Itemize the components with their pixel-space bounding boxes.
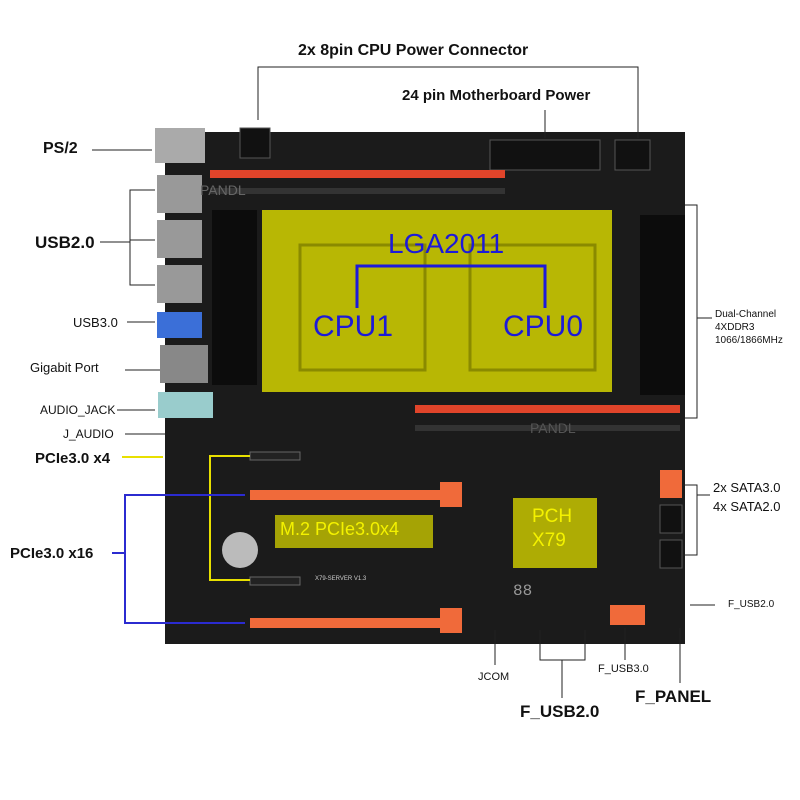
- usb2-label: USB2.0: [35, 233, 95, 252]
- audio-jack: [158, 392, 213, 418]
- vrm-heatsink: [212, 210, 257, 385]
- cpu-power-label: 2x 8pin CPU Power Connector: [298, 42, 529, 59]
- usb2-port: [157, 265, 202, 303]
- dimm-slot: [210, 170, 505, 178]
- pch-overlay: [513, 498, 597, 568]
- post-code-display: 88: [513, 582, 533, 600]
- pcie-x16-slot: [250, 618, 440, 628]
- watermark: PANDL: [200, 182, 246, 198]
- m2-overlay: [275, 515, 433, 548]
- watermark: PANDL: [530, 420, 576, 436]
- ddr-line: Dual-Channel: [715, 309, 777, 320]
- m2-label: M.2 PCIe3.0x4: [280, 519, 400, 539]
- ddr-line: 4XDDR3: [715, 322, 755, 333]
- cmos-battery: [222, 532, 258, 568]
- sata-label: 2x SATA3.0 4x SATA2.0: [713, 478, 780, 516]
- audio-jack-label: AUDIO_JACK: [40, 403, 116, 417]
- usb2-port: [157, 175, 202, 213]
- sata3-label: 2x SATA3.0: [713, 480, 781, 495]
- usb2-port: [157, 220, 202, 258]
- sata3-port: [660, 470, 682, 498]
- sata2-label: 4x SATA2.0: [713, 499, 781, 514]
- f-panel-label: F_PANEL: [635, 687, 712, 706]
- mb-power-label: 24 pin Motherboard Power: [402, 87, 591, 104]
- atx-24pin-connector: [489, 139, 601, 171]
- f-usb3-label: F_USB3.0: [598, 663, 649, 675]
- socket-bracket: [355, 264, 547, 308]
- gigabit-label: Gigabit Port: [30, 360, 99, 375]
- pcie-x16-label: PCIe3.0 x16: [10, 545, 94, 562]
- cpu-socket-overlay: [262, 210, 612, 392]
- pcie-x4-slot: [249, 451, 301, 461]
- lan-port: [160, 345, 208, 383]
- ps2-label: PS/2: [43, 140, 78, 157]
- cpu0-label: CPU0: [503, 310, 584, 343]
- jcom-label: JCOM: [478, 671, 510, 683]
- cpu1-label: CPU1: [313, 310, 394, 343]
- f-usb3-header: [610, 605, 645, 625]
- usb3-label: USB3.0: [73, 315, 118, 330]
- pch-line: X79: [532, 530, 566, 551]
- sata2-port: [659, 539, 683, 569]
- ps2-port: [155, 128, 205, 163]
- pcie-x4-slot: [249, 576, 301, 586]
- pch-label: PCH X79: [532, 505, 572, 553]
- dimm-slot: [415, 405, 680, 413]
- silkscreen-label: X79-SERVER V1.3: [315, 576, 367, 582]
- dimm-slot: [415, 425, 680, 431]
- pch-line: PCH: [532, 506, 573, 527]
- socket-label: LGA2011: [388, 228, 505, 259]
- ddr-label: Dual-Channel 4XDDR3 1066/1866MHz: [715, 308, 783, 347]
- j-audio-label: J_AUDIO: [63, 427, 114, 441]
- dimm-slot: [210, 188, 505, 194]
- ddr-line: 1066/1866MHz: [715, 335, 783, 346]
- pcie-x4-label: PCIe3.0 x4: [35, 450, 111, 467]
- f-usb2-label: F_USB2.0: [520, 702, 600, 721]
- usb3-port: [157, 312, 202, 338]
- pcie-x16-slot: [250, 490, 440, 500]
- vrm-heatsink: [640, 215, 685, 395]
- cpu-power-connector: [239, 127, 271, 159]
- sata2-port: [659, 504, 683, 534]
- cpu-power-connector: [614, 139, 651, 171]
- f-usb2-small-label: F_USB2.0: [728, 599, 775, 610]
